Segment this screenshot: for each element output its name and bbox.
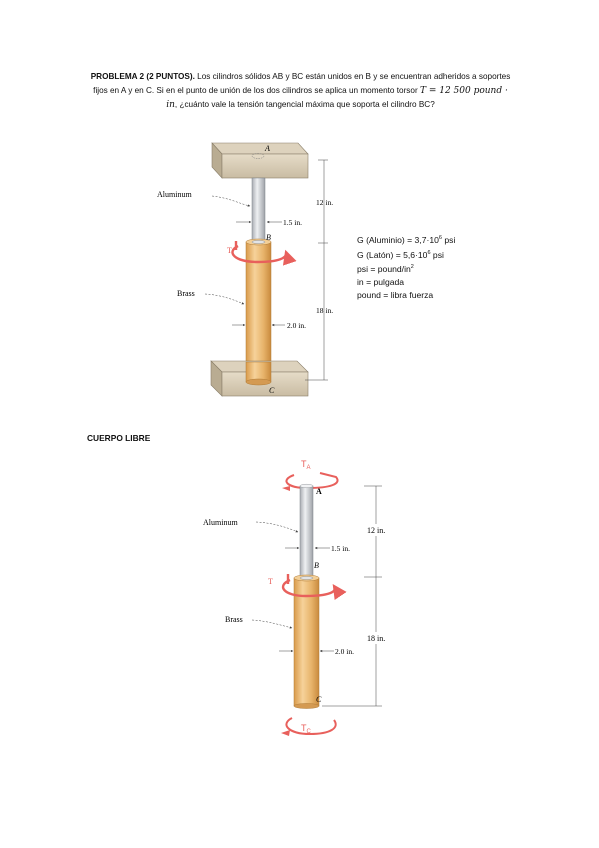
- shear-modulus-aluminum: G (Aluminio) = 3,7·106 psi: [357, 234, 456, 245]
- fig1-label-c: C: [269, 386, 275, 395]
- fig1-length-bottom: 18 in.: [316, 306, 333, 315]
- material-properties: G (Aluminio) = 3,7·106 psi G (Latón) = 5…: [357, 232, 455, 302]
- fig2-length-top: 12 in.: [367, 526, 385, 535]
- fig2-label-t: T: [268, 577, 273, 586]
- fig1-torque-arrow: [231, 244, 297, 266]
- fig2-label-ta: TA: [301, 459, 311, 471]
- problem-text-1: Los cilindros sólidos AB y BC están unid…: [93, 72, 511, 95]
- fig2-label-a: A: [316, 487, 322, 496]
- fig2-torque-c-arrow: [285, 717, 337, 736]
- figure-original: A B C T Aluminum Brass 1.5 in. 2.0 i: [157, 142, 333, 397]
- fig1-label-a: A: [264, 144, 270, 153]
- free-body-title: CUERPO LIBRE: [87, 433, 151, 443]
- fig1-length-top: 12 in.: [316, 198, 333, 207]
- problem-text-2: , ¿cuánto vale la tensión tangencial máx…: [174, 100, 435, 109]
- fig2-label-b: B: [314, 561, 319, 570]
- fig2-brass-label: Brass: [225, 615, 243, 624]
- fig2-length-bottom: 18 in.: [367, 634, 385, 643]
- fig1-brass-label: Brass: [177, 289, 195, 298]
- fig1-aluminum-shaft: [251, 177, 266, 243]
- top-support: [211, 142, 309, 179]
- fig2-label-c: C: [316, 695, 322, 704]
- torque-equation: T = 12 500 pound · in: [166, 86, 508, 110]
- fig2-torque-b-arrow: [281, 578, 347, 600]
- fig2-diameter-top: 1.5 in.: [331, 544, 350, 553]
- fig2-aluminum-label: Aluminum: [203, 518, 238, 527]
- fig2-label-tc: TC: [301, 723, 312, 735]
- fig1-label-t: T: [227, 246, 232, 255]
- problem-statement: PROBLEMA 2 (2 PUNTOS). Los cilindros sól…: [88, 70, 513, 112]
- figure-free-body: TA A B C T TC Aluminum Brass 1.5 in. 2.0…: [203, 459, 390, 736]
- shear-modulus-brass: G (Latón) = 5,6·106 psi: [357, 249, 444, 260]
- fig1-label-b: B: [266, 233, 271, 242]
- inch-definition: in = pulgada: [357, 276, 405, 287]
- fig1-diameter-top: 1.5 in.: [283, 218, 302, 227]
- fig2-diameter-bottom: 2.0 in.: [335, 647, 354, 656]
- fig1-aluminum-label: Aluminum: [157, 190, 192, 199]
- fig2-aluminum-shaft: [299, 485, 314, 577]
- fig1-diameter-bottom: 2.0 in.: [287, 321, 306, 330]
- fig2-brass-shaft: [293, 577, 320, 707]
- psi-definition: psi = pound/in2: [357, 264, 414, 275]
- problem-heading: PROBLEMA 2 (2 PUNTOS).: [90, 72, 195, 81]
- pound-definition: pound = libra fuerza: [357, 289, 434, 300]
